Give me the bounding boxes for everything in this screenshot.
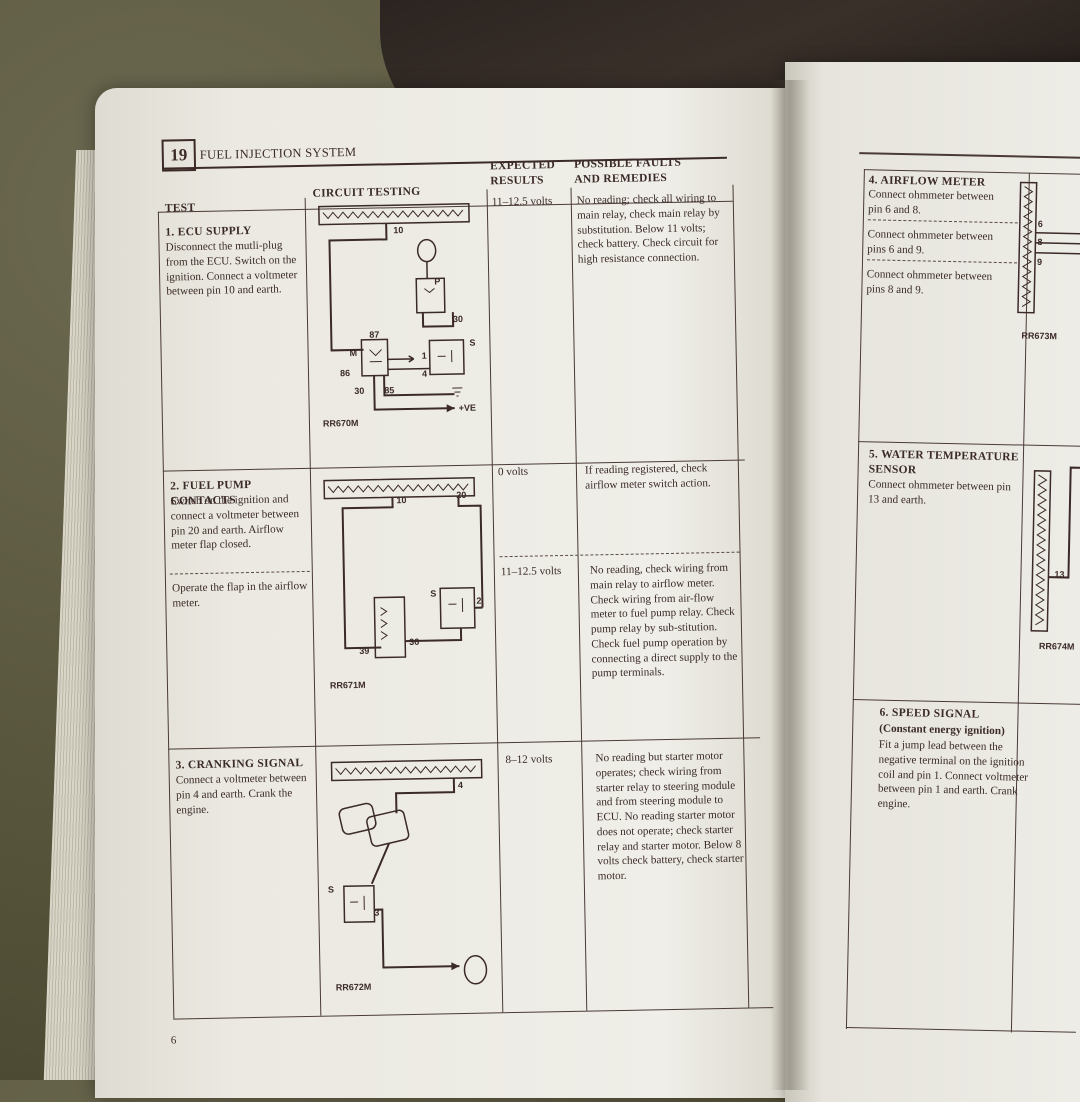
airflow-line-2: Connect ohmmeter between pins 6 and 9. (867, 228, 994, 257)
airflow-dash-2 (867, 259, 1018, 264)
airflow-pin-9: 9 (1036, 256, 1043, 267)
water-title: 5. WATER TEMPERATURE SENSOR (868, 448, 1019, 477)
diagram-cranking: 4 S 3 RR672M (325, 751, 505, 1004)
diagram-airflow: 6 8 9 RR673M (1014, 180, 1080, 341)
airflow-pin-6: 6 (1037, 218, 1043, 229)
water-text: Connect ohmmeter between pin 13 and eart… (867, 478, 1012, 507)
airflow-circuit (1017, 181, 1080, 314)
left-page (95, 88, 805, 1098)
airflow-pin-8: 8 (1037, 236, 1043, 247)
ecu-supply-circuit (318, 202, 470, 413)
fuel-pump-circuit (323, 476, 484, 659)
diagram-code-rr674m: RR674M (1038, 640, 1075, 652)
cranking-circuit (330, 758, 488, 985)
water-temp-circuit (1030, 466, 1080, 632)
diagram-code-rr673m: RR673M (1021, 330, 1058, 342)
diagram-ecu-supply: 10 P 30 87 M 86 30 85 1 4 S +VE RR670M (311, 197, 490, 430)
airflow-line-3: Connect ohmmeter between pins 8 and 9. (866, 268, 993, 297)
speed-subtitle: (Constant energy ignition) (879, 722, 1005, 738)
diagram-fuel-pump: 10 20 S 2 36 39 RR671M (318, 467, 497, 691)
right-bottom-rule (845, 1026, 1076, 1033)
airflow-dash-1 (867, 219, 1018, 224)
airflow-line-1: Connect ohmmeter between pin 6 and 8. (867, 188, 995, 217)
water-pin-13: 13 (1054, 569, 1065, 580)
right-row-2 (852, 699, 1080, 705)
diagram-water-temp: 13 RR674M (1027, 465, 1080, 652)
right-page (785, 62, 1080, 1102)
right-header-rule (859, 152, 1080, 160)
right-row-1 (858, 441, 1080, 447)
speed-text: Fit a jump lead between the negative ter… (877, 738, 1029, 811)
book-gutter (770, 80, 810, 1090)
right-col-line (845, 169, 865, 1030)
